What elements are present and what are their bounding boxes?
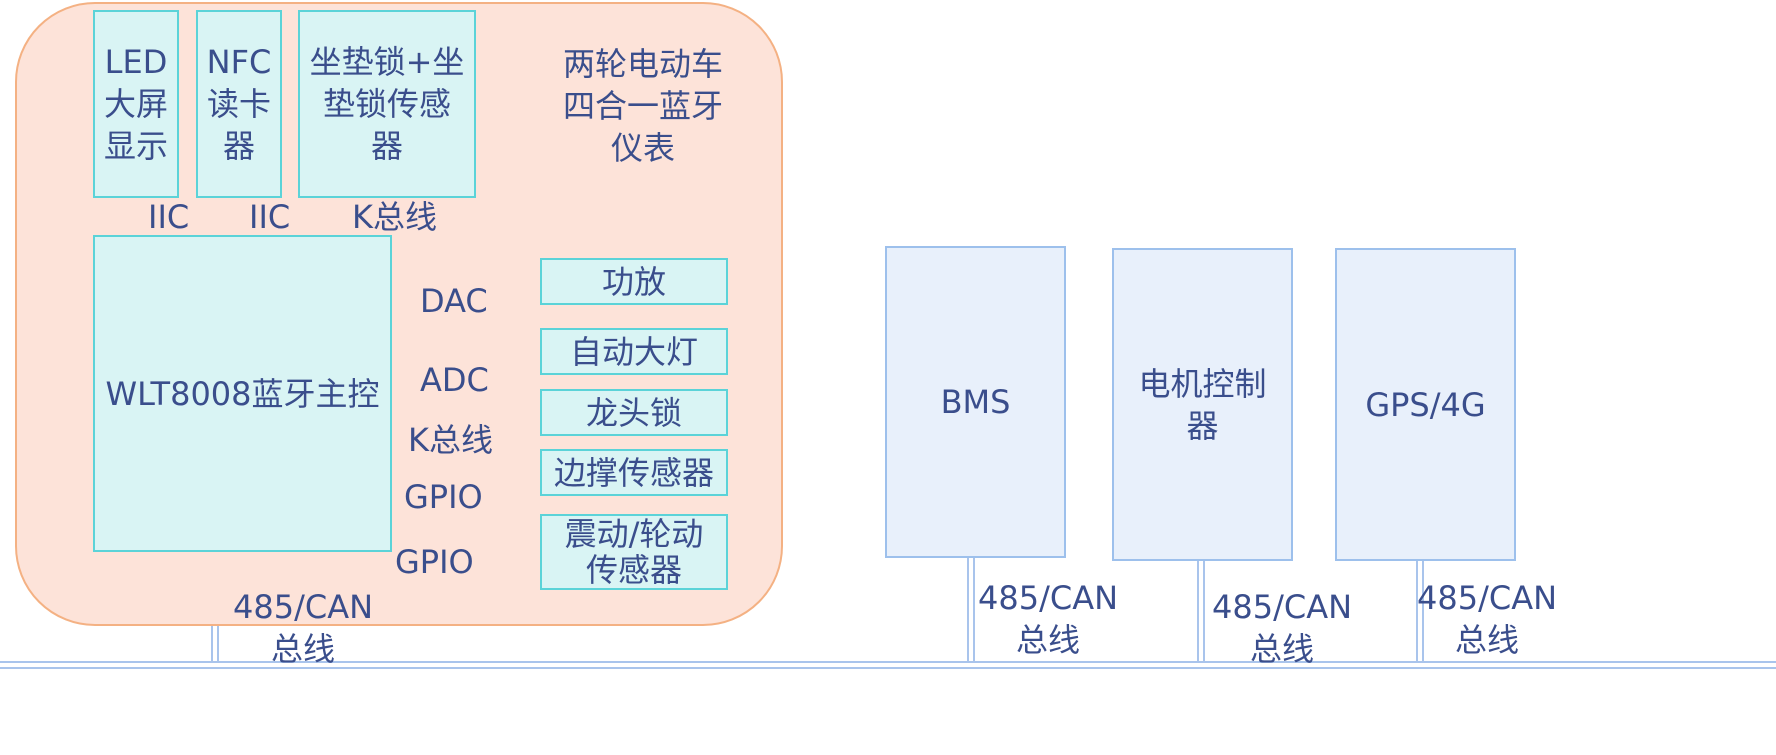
kbus-label-lock: K总线 <box>408 421 493 459</box>
dac-label: DAC <box>420 282 488 320</box>
gpio-label-kickstand: GPIO <box>404 478 483 516</box>
adc-label: ADC <box>420 361 489 399</box>
iic-label-nfc: IIC <box>249 198 291 236</box>
amplifier-box: 功放 <box>540 258 728 305</box>
gpio-label-vibration: GPIO <box>395 543 474 581</box>
iic-label-led: IIC <box>148 198 190 236</box>
mcu-bus-label: 485/CAN 总线 <box>232 588 374 668</box>
handlebar-lock-box: 龙头锁 <box>540 389 728 436</box>
auto-headlight-box: 自动大灯 <box>540 328 728 375</box>
gps-bus-label: 485/CAN 总线 <box>1416 579 1558 659</box>
kbus-label-seat: K总线 <box>352 198 437 236</box>
gps-4g-box: GPS/4G <box>1335 248 1516 561</box>
nfc-reader-box: NFC 读卡 器 <box>196 10 282 198</box>
kickstand-sensor-box: 边撑传感器 <box>540 449 728 496</box>
vibration-sensor-box: 震动/轮动 传感器 <box>540 514 728 590</box>
bms-bus-label: 485/CAN 总线 <box>977 579 1119 659</box>
led-display-box: LED 大屏 显示 <box>93 10 179 198</box>
motor-bus-label: 485/CAN 总线 <box>1211 588 1353 668</box>
seat-lock-box: 坐垫锁+坐 垫锁传感 器 <box>298 10 476 198</box>
motor-controller-box: 电机控制 器 <box>1112 248 1293 561</box>
mcu-box: WLT8008蓝牙主控 <box>93 235 392 552</box>
bms-box: BMS <box>885 246 1066 558</box>
module-title: 两轮电动车 四合一蓝牙 仪表 <box>562 45 723 167</box>
